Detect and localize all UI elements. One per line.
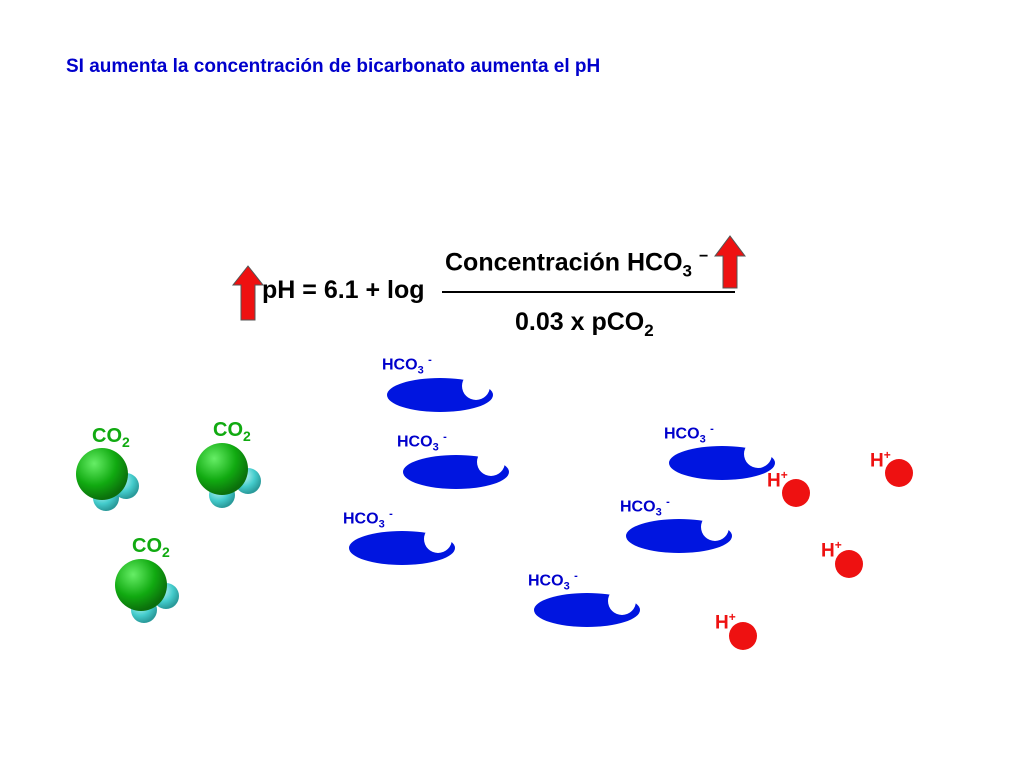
hco3-molecule (534, 587, 640, 627)
arrow-up-icon (714, 235, 746, 289)
hco3-molecule (387, 372, 493, 412)
h-ion (885, 459, 913, 487)
co2-molecule (196, 443, 261, 508)
co2-molecule (76, 448, 139, 511)
hco3-label: HCO3 - (620, 496, 670, 519)
page-title: SI aumenta la concentración de bicarbona… (66, 56, 601, 77)
fraction-line (442, 291, 735, 293)
hco3-label: HCO3 - (664, 423, 714, 446)
hco3-molecule (669, 440, 775, 480)
co2-molecule (115, 559, 179, 623)
hco3-molecule (626, 513, 732, 553)
h-ion (835, 550, 863, 578)
h-ion-label: H+ (767, 468, 788, 492)
h-ion-label: H+ (870, 448, 891, 472)
hco3-label: HCO3 - (528, 570, 578, 593)
equation-denominator: 0.03 x pCO2 (515, 308, 654, 340)
h-ion-label: H+ (715, 610, 736, 634)
co2-label: CO2 (132, 535, 170, 560)
co2-label: CO2 (92, 425, 130, 450)
hco3-label: HCO3 - (343, 508, 393, 531)
co2-label: CO2 (213, 419, 251, 444)
h-ion (782, 479, 810, 507)
equation-left: pH = 6.1 + log (262, 276, 425, 304)
hco3-label: HCO3 - (382, 354, 432, 377)
hco3-molecule (403, 448, 509, 489)
h-ion-label: H+ (821, 538, 842, 562)
equation-numerator: Concentración HCO3 − (445, 248, 709, 281)
h-ion (729, 622, 757, 650)
hco3-molecule (349, 525, 455, 565)
hco3-label: HCO3 - (397, 431, 447, 454)
arrow-up-icon (231, 265, 265, 321)
